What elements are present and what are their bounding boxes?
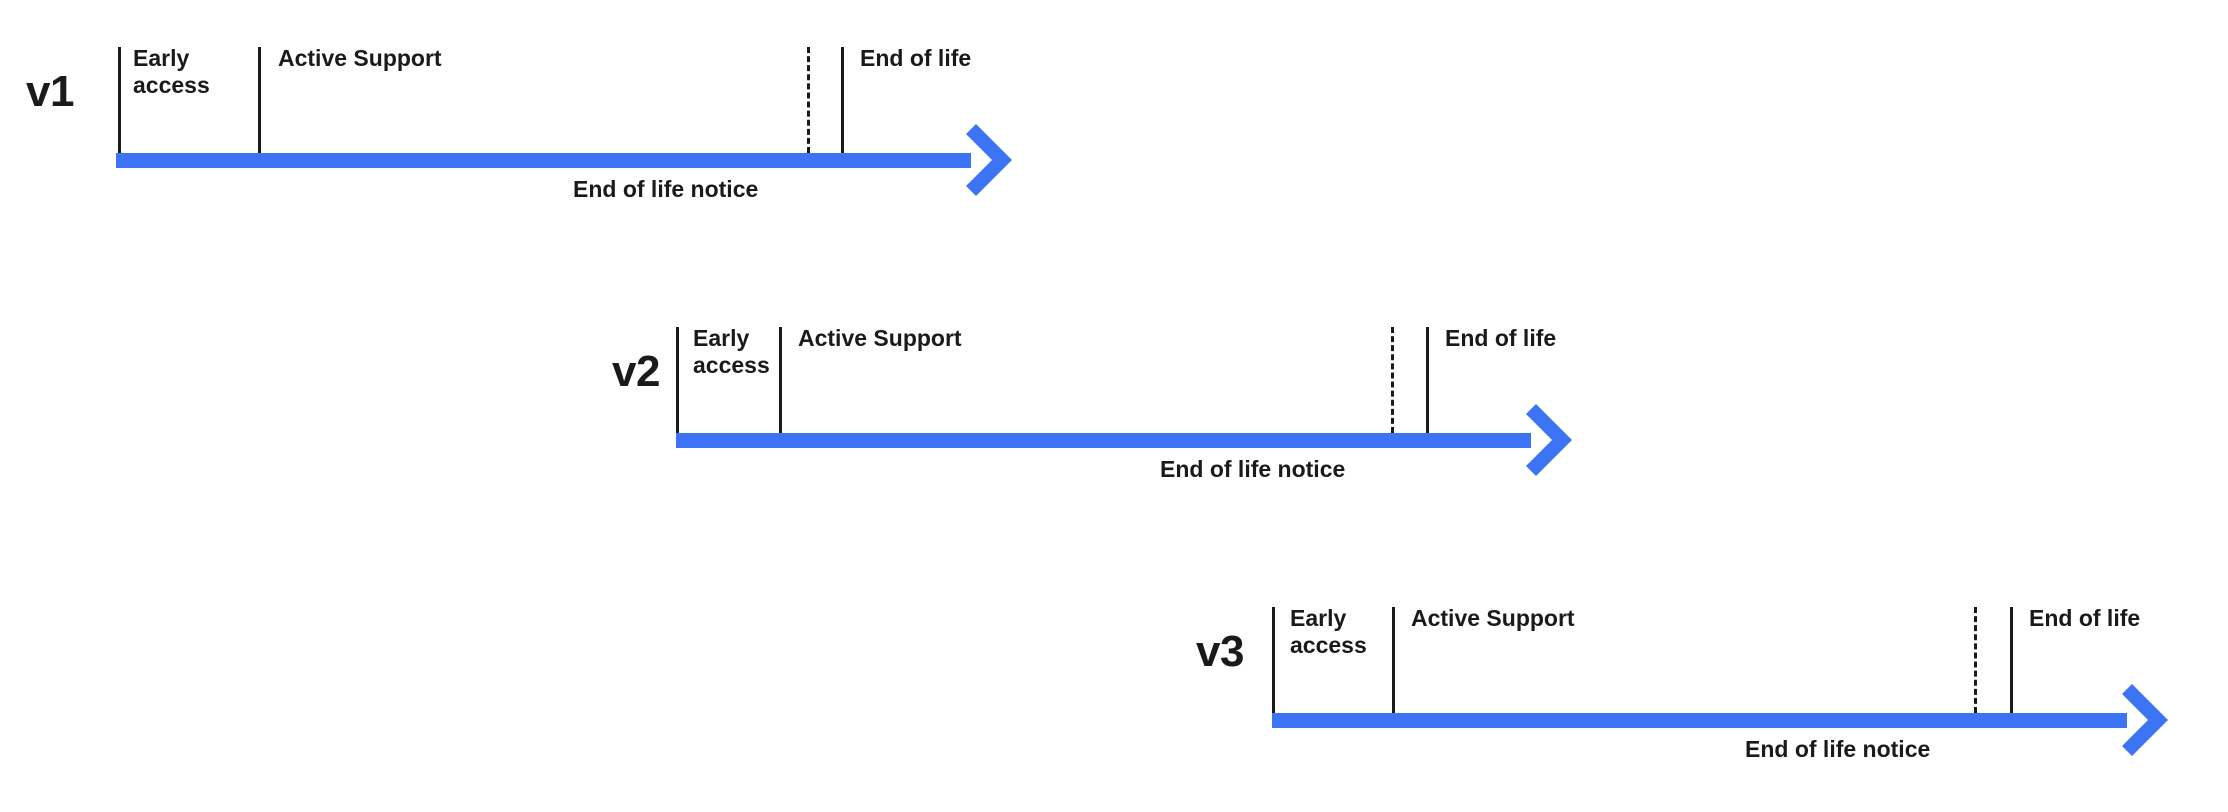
divider-v3-early-access-start xyxy=(1272,607,1275,713)
divider-v3-end-of-life-start xyxy=(2010,607,2013,713)
divider-v1-early-access-start xyxy=(118,47,121,153)
end-of-life-notice-label-v1: End of life notice xyxy=(573,176,759,202)
divider-v2-end-of-life-start xyxy=(1426,327,1429,433)
phase-label-v2-early-access: Early access xyxy=(693,325,770,378)
dashed-divider-v1-end-of-life-notice-marker xyxy=(807,47,810,153)
phase-label-v3-end-of-life: End of life xyxy=(2029,605,2141,631)
divider-v1-end-of-life-start xyxy=(841,47,844,153)
version-label-v1: v1 xyxy=(26,67,74,116)
divider-v3-active-support-start xyxy=(1392,607,1395,713)
phase-label-v3-early-access: Early access xyxy=(1290,605,1367,658)
divider-v1-active-support-start xyxy=(258,47,261,153)
version-label-v2: v2 xyxy=(612,347,660,396)
phase-label-v1-end-of-life: End of life xyxy=(860,45,972,71)
arrow-right-icon-v3 xyxy=(2122,684,2174,756)
dashed-divider-v2-end-of-life-notice-marker xyxy=(1391,327,1394,433)
phase-label-v3-active-support: Active Support xyxy=(1411,605,1575,631)
divider-v2-active-support-start xyxy=(779,327,782,433)
arrow-right-icon-v1 xyxy=(966,124,1018,196)
phase-label-v2-end-of-life: End of life xyxy=(1445,325,1557,351)
timeline-bar-v3 xyxy=(1272,713,2127,728)
version-label-v3: v3 xyxy=(1196,627,1244,676)
phase-label-v1-early-access: Early access xyxy=(133,45,210,98)
end-of-life-notice-label-v2: End of life notice xyxy=(1160,456,1346,482)
arrow-right-icon-v2 xyxy=(1526,404,1578,476)
phase-label-v1-active-support: Active Support xyxy=(278,45,442,71)
timeline-bar-v1 xyxy=(116,153,971,168)
dashed-divider-v3-end-of-life-notice-marker xyxy=(1974,607,1977,713)
phase-label-v2-active-support: Active Support xyxy=(798,325,962,351)
end-of-life-notice-label-v3: End of life notice xyxy=(1745,736,1931,762)
timeline-bar-v2 xyxy=(676,433,1531,448)
divider-v2-early-access-start xyxy=(676,327,679,433)
